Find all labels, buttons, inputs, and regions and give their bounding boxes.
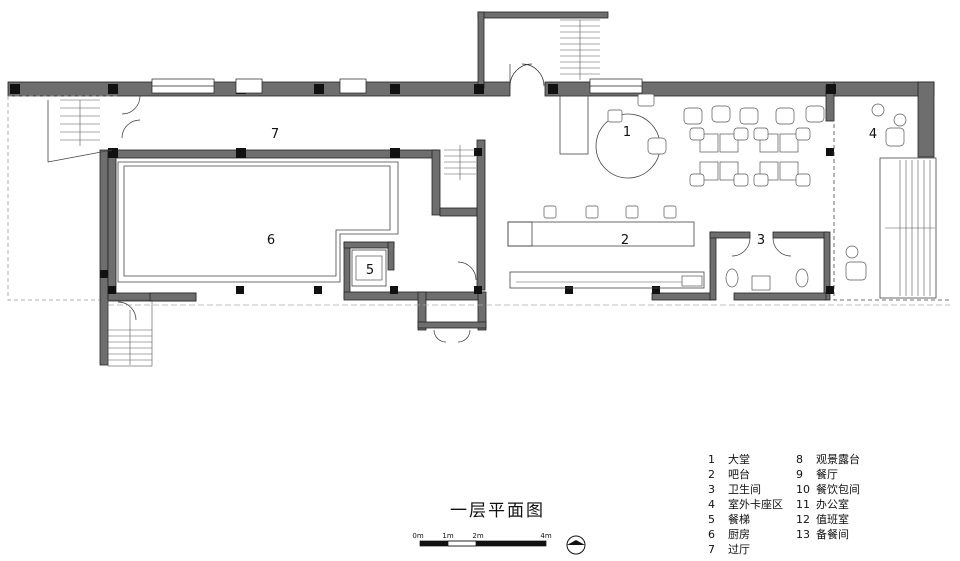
- north-arrow-icon: [566, 535, 586, 555]
- room-label-1: 1: [623, 125, 631, 140]
- room-label-7: 7: [271, 127, 279, 142]
- stairs: [60, 19, 935, 367]
- room-label-5: 5: [366, 263, 374, 278]
- room-label-6: 6: [267, 233, 275, 248]
- scale-label-2: 2m: [472, 532, 483, 540]
- room-label-3: 3: [757, 233, 765, 248]
- furniture: [355, 93, 907, 291]
- scale-bar: 0m 1m 2m 4m: [412, 532, 552, 547]
- room-label-4: 4: [869, 127, 877, 142]
- columns: [10, 84, 836, 294]
- scale-label-1: 1m: [442, 532, 453, 540]
- plan-title: 一层平面图: [450, 501, 545, 521]
- walls: [7, 11, 935, 366]
- doors: [117, 63, 792, 343]
- room-labels: 1 2 3 4 5 6 7: [267, 125, 877, 278]
- windows: [151, 78, 643, 94]
- scale-label-0: 0m: [412, 532, 423, 540]
- room-label-2: 2: [621, 233, 629, 248]
- scale-label-4: 4m: [540, 532, 551, 540]
- thin-lines: [7, 95, 950, 306]
